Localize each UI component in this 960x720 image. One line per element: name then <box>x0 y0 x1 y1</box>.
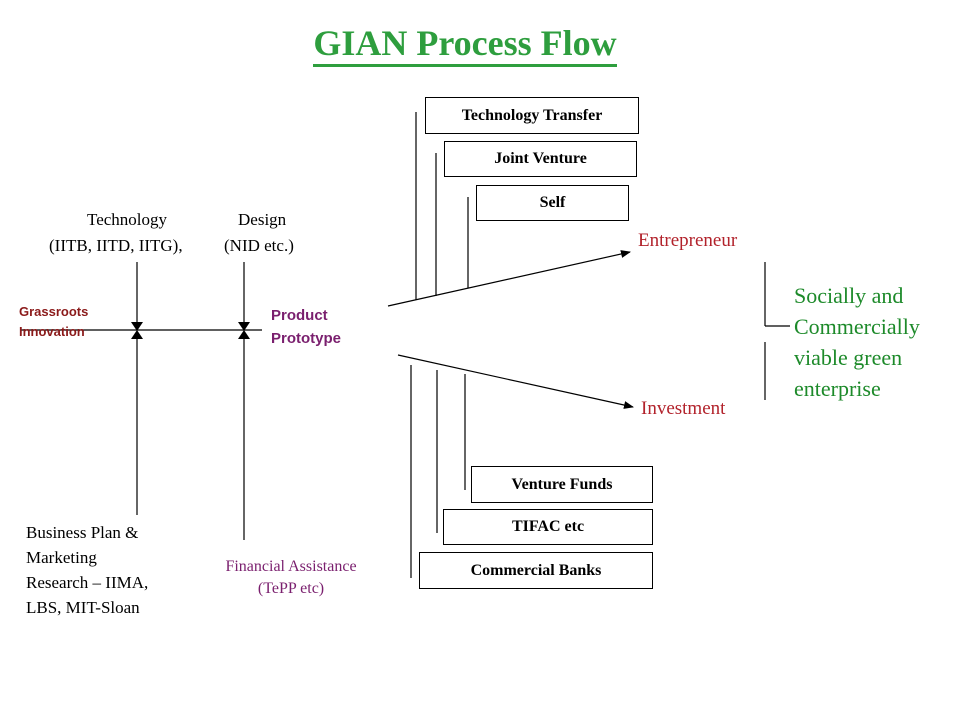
prototype-line2: Prototype <box>271 330 342 347</box>
prototype-line1: Product <box>271 307 328 324</box>
design-label: Design <box>238 210 287 229</box>
technology-transfer-box: Technology Transfer <box>425 97 639 134</box>
tifac-box: TIFAC etc <box>443 509 653 545</box>
technology-detail: (IITB, IITD, IITG), <box>49 236 183 255</box>
business-plan-line4: LBS, MIT-Sloan <box>26 598 140 617</box>
business-plan-line1: Business Plan & <box>26 523 139 542</box>
page-title: GIAN Process Flow <box>0 22 930 67</box>
self-box: Self <box>476 185 629 221</box>
financial-assistance-label: Financial Assistance (TePP etc) <box>198 556 384 600</box>
product-prototype-label: Product Prototype <box>271 304 341 350</box>
business-plan-arrowhead <box>131 330 143 339</box>
business-plan-line2: Marketing <box>26 548 97 567</box>
financial-arrowhead <box>238 330 250 339</box>
grassroots-innovation-label: Grassroots Innovation <box>19 302 88 342</box>
business-plan-label: Business Plan & Marketing Research – IIM… <box>26 520 148 620</box>
design-detail: (NID etc.) <box>224 236 294 255</box>
outcome-line4: enterprise <box>794 376 881 401</box>
business-plan-line3: Research – IIMA, <box>26 573 149 592</box>
technology-arrowhead <box>131 322 143 331</box>
outcome-line1: Socially and <box>794 283 904 308</box>
financial-line1: Financial Assistance <box>225 558 357 575</box>
investment-label: Investment <box>641 398 726 419</box>
technology-label: Technology <box>87 210 168 229</box>
outcome-line3: viable green <box>794 345 903 370</box>
grassroots-line1: Grassroots <box>19 304 89 319</box>
title-text: GIAN Process Flow <box>313 23 617 67</box>
financial-line2: (TePP etc) <box>257 580 325 597</box>
grassroots-line2: Innovation <box>19 324 85 339</box>
venture-funds-box: Venture Funds <box>471 466 653 503</box>
investment-arrow <box>397 354 634 409</box>
outcome-line2: Commercially <box>794 314 920 339</box>
outcome-label: Socially and Commercially viable green e… <box>794 280 920 404</box>
entrepreneur-label: Entrepreneur <box>638 230 738 251</box>
design-arrowhead <box>238 322 250 331</box>
commercial-banks-box: Commercial Banks <box>419 552 653 589</box>
entrepreneur-arrow <box>387 250 631 307</box>
joint-venture-box: Joint Venture <box>444 141 637 177</box>
